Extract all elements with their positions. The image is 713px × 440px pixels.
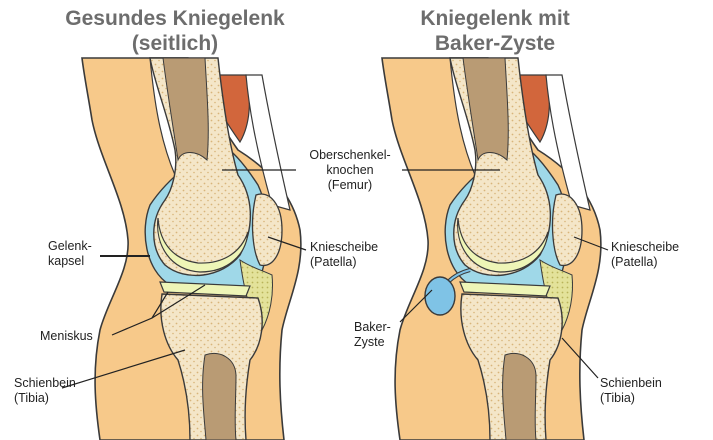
label-schienbein-left-line1: Schienbein	[14, 376, 76, 391]
right-title-line1: Kniegelenk mit	[385, 6, 605, 31]
left-title: Gesundes Kniegelenk (seitlich)	[20, 6, 330, 56]
label-meniskus: Meniskus	[40, 329, 93, 344]
label-baker-line1: Baker-	[354, 320, 391, 335]
label-baker-line2: Zyste	[354, 335, 391, 350]
label-oberschenkel-line1: Oberschenkel-	[294, 148, 406, 163]
label-gelenkkapsel-line1: Gelenk-	[48, 239, 92, 254]
label-gelenkkapsel-line2: kapsel	[48, 254, 92, 269]
right-title: Kniegelenk mit Baker-Zyste	[385, 6, 605, 56]
label-oberschenkel-line2: knochen	[294, 163, 406, 178]
label-schienbein-left: Schienbein (Tibia)	[14, 376, 76, 406]
label-gelenkkapsel: Gelenk- kapsel	[48, 239, 92, 269]
label-oberschenkel-line3: (Femur)	[294, 178, 406, 193]
label-oberschenkel: Oberschenkel- knochen (Femur)	[294, 148, 406, 193]
left-knee	[82, 58, 301, 440]
label-meniskus-line1: Meniskus	[40, 329, 93, 344]
label-baker-zyste: Baker- Zyste	[354, 320, 391, 350]
baker-cyst	[425, 277, 455, 315]
label-schienbein-right: Schienbein (Tibia)	[600, 376, 662, 406]
left-title-line2: (seitlich)	[20, 31, 330, 56]
left-title-line1: Gesundes Kniegelenk	[20, 6, 330, 31]
label-kniescheibe-right-line1: Kniescheibe	[611, 240, 679, 255]
label-schienbein-right-line2: (Tibia)	[600, 391, 662, 406]
label-kniescheibe-left: Kniescheibe (Patella)	[310, 240, 378, 270]
label-kniescheibe-left-line2: (Patella)	[310, 255, 378, 270]
label-kniescheibe-right-line2: (Patella)	[611, 255, 679, 270]
label-kniescheibe-right: Kniescheibe (Patella)	[611, 240, 679, 270]
right-knee	[382, 58, 601, 440]
right-title-line2: Baker-Zyste	[385, 31, 605, 56]
label-schienbein-right-line1: Schienbein	[600, 376, 662, 391]
label-schienbein-left-line2: (Tibia)	[14, 391, 76, 406]
label-kniescheibe-left-line1: Kniescheibe	[310, 240, 378, 255]
